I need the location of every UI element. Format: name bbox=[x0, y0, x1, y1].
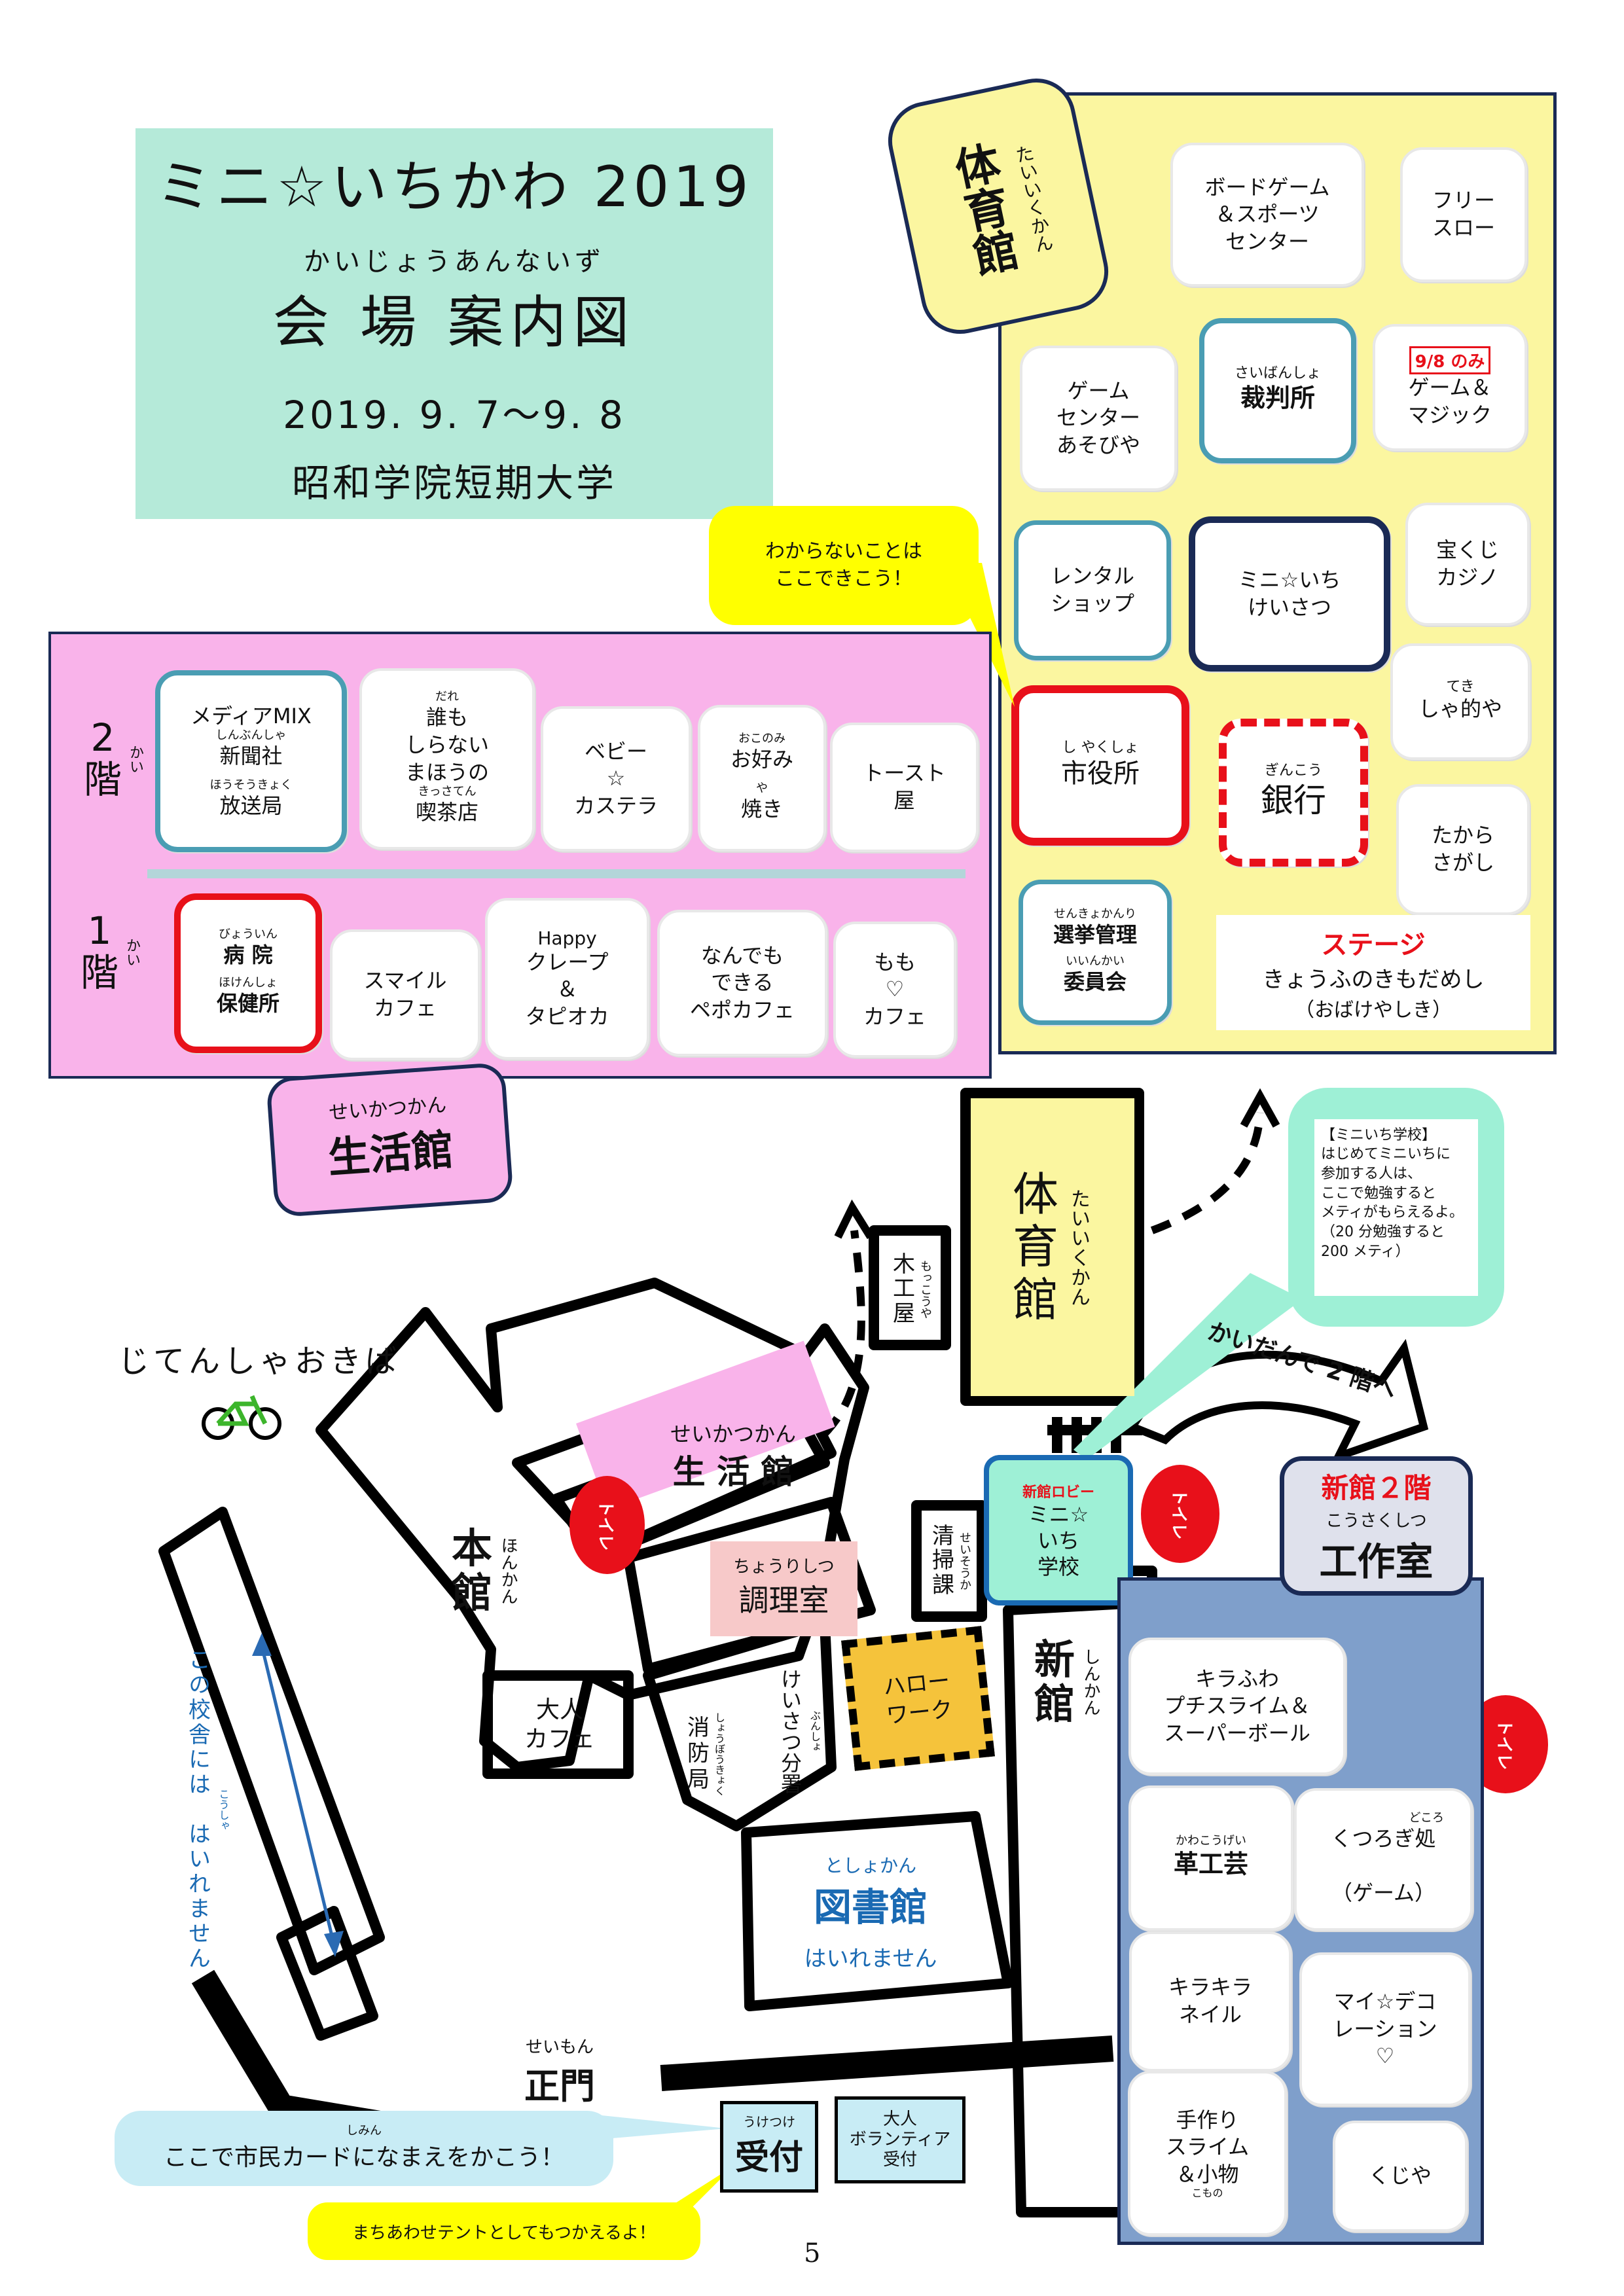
event-title: ミニ☆いちかわ 2019 bbox=[156, 154, 753, 220]
hello-work[interactable]: ハロー ワーク bbox=[841, 1626, 995, 1771]
reception[interactable]: うけつけ 受付 bbox=[720, 2101, 818, 2193]
meeting-callout-tail bbox=[661, 2166, 733, 2212]
cleaning-label: 清 掃 課 せいそうか bbox=[932, 1522, 971, 1598]
ask-here-callout: わからないことは ここできこう！ bbox=[709, 506, 979, 625]
booth-hospital[interactable]: びょういん 病 院 ほけんしょ 保健所 bbox=[174, 893, 322, 1053]
booth-magic-cafe[interactable]: だれ 誰も しらない まほうの きっさてん 喫茶店 bbox=[359, 668, 535, 850]
meeting-tent-callout: まちあわせテントとしてもつかえるよ！ bbox=[308, 2202, 700, 2260]
left-wall bbox=[191, 1969, 382, 2137]
bicycle-icon bbox=[202, 1395, 281, 1440]
seikatsu-building-label: せいかつかん 生 活 館 bbox=[670, 1422, 796, 1491]
adult-cafe-outline bbox=[482, 1670, 634, 1779]
booth-shateki[interactable]: てき しゃ的や bbox=[1390, 643, 1530, 760]
library-outline bbox=[741, 1811, 1013, 2011]
stage-line2: （おばけやしき） bbox=[1295, 998, 1452, 1022]
left-building-outline bbox=[158, 1507, 385, 1975]
booth-handmade[interactable]: 手作り スライム ＆小物 こもの bbox=[1128, 2071, 1287, 2236]
booth-pepo-cafe[interactable]: なんでも できる ペポカフェ bbox=[657, 910, 827, 1056]
booth-media[interactable]: メディアMIX しんぶんしゃ 新聞社 ほうそうきょく 放送局 bbox=[155, 670, 347, 852]
magic-date-tag: 9/8 のみ bbox=[1409, 346, 1491, 374]
arrow-head-2 bbox=[1240, 1088, 1280, 1128]
citizen-callout-tail bbox=[589, 2114, 727, 2140]
floor-2-label: 2 階 かい bbox=[83, 715, 143, 802]
toilet-honkan: トイレ bbox=[569, 1476, 645, 1574]
gym-building: 体 育 館 たいいくかん bbox=[971, 1098, 1134, 1396]
booth-election[interactable]: せんきょかんり 選挙管理 いいんかい 委員会 bbox=[1019, 880, 1172, 1025]
honkan-label: 本 館 ほんかん bbox=[452, 1524, 518, 1617]
booth-momo-cafe[interactable]: もも ♡ カフェ bbox=[833, 922, 956, 1058]
stage-title: ステージ bbox=[1321, 929, 1426, 960]
booth-magic[interactable]: 9/8 のみ ゲーム＆ マジック bbox=[1373, 324, 1527, 451]
shinkan-lobby[interactable]: 新館ロビー ミニ☆ いち 学校 bbox=[984, 1455, 1133, 1605]
floor-1-label: 1 階 かい bbox=[80, 908, 140, 995]
event-dates: 2019. 9. 7～9. 8 bbox=[283, 392, 626, 437]
booth-baby-castella[interactable]: ベビー ☆ カステラ bbox=[541, 706, 691, 852]
booth-freethrow[interactable]: フリー スロー bbox=[1400, 147, 1527, 282]
shinkan-2f-header: 新館２階 こうさくしつ 工作室 bbox=[1280, 1456, 1473, 1596]
adult-cafe[interactable]: 大人 カフェ bbox=[524, 1696, 595, 1753]
booth-kira-slime[interactable]: キラふわ プチスライム＆ スーパーボール bbox=[1128, 1638, 1346, 1775]
booth-treasure[interactable]: たから さがし bbox=[1396, 784, 1530, 915]
gate-wall bbox=[660, 2036, 1114, 2091]
cooking-room: ちょうりしつ 調理室 bbox=[710, 1541, 857, 1636]
volunteer-reception[interactable]: 大人 ボランティア 受付 bbox=[835, 2096, 965, 2183]
mokko-outline bbox=[869, 1225, 951, 1350]
arrow-path-2 bbox=[1150, 1112, 1264, 1234]
booth-kuji[interactable]: くじや bbox=[1333, 2121, 1468, 2232]
booth-lottery[interactable]: 宝くじ カジノ bbox=[1405, 503, 1530, 626]
booth-decoration[interactable]: マイ☆デコ レーション ♡ bbox=[1299, 1952, 1471, 2106]
booth-toast[interactable]: トースト 屋 bbox=[830, 723, 979, 852]
title-panel: ミニ☆いちかわ 2019 かいじょうあんないず 会 場 案内図 2019. 9.… bbox=[135, 128, 773, 519]
booth-gamecenter[interactable]: ゲーム センター あそびや bbox=[1020, 346, 1177, 491]
cleaning-outline bbox=[911, 1500, 987, 1622]
booth-cityhall[interactable]: し やくしょ 市役所 bbox=[1011, 685, 1189, 846]
bike-parking-label: じてんしゃおきば bbox=[118, 1343, 401, 1380]
arrow-head-1 bbox=[834, 1199, 875, 1240]
no-entry-notice: この校舎には はいれません こうしゃ bbox=[184, 1648, 230, 1971]
booth-nail[interactable]: キラキラ ネイル bbox=[1129, 1931, 1291, 2072]
gym-building-outline bbox=[960, 1088, 1144, 1406]
stage-line1: きょうふのきもだめし bbox=[1262, 966, 1485, 993]
main-gate: せいもん 正門 bbox=[524, 2037, 595, 2107]
mokko-label: 木 工 屋 もっこうや bbox=[893, 1251, 932, 1327]
school-callout-tail bbox=[1074, 1273, 1303, 1460]
subtitle-ruby: かいじょうあんないず bbox=[304, 246, 605, 277]
booth-police[interactable]: ミニ☆いち けいさつ bbox=[1189, 516, 1390, 672]
arrow-path-1 bbox=[821, 1230, 865, 1437]
fire-station[interactable]: 消 防 局 しょうぼうきょく bbox=[687, 1712, 725, 1796]
booth-leather[interactable]: かわこうげい 革工芸 bbox=[1128, 1785, 1293, 1931]
map-title: 会 場 案内図 bbox=[272, 289, 636, 355]
toilet-shinkan: トイレ bbox=[1141, 1465, 1219, 1563]
shinkan-label: 新 館 しんかん bbox=[1034, 1635, 1101, 1728]
no-entry-line bbox=[260, 1645, 336, 1945]
booth-bank[interactable]: ぎんこう 銀行 bbox=[1219, 719, 1368, 867]
floor-divider bbox=[147, 869, 965, 878]
police-branch[interactable]: けいさつ分署 ぶんしょ bbox=[778, 1668, 821, 1794]
school-callout: 【ミニいち学校】 はじめてミニいちに 参加する人は、 ここで勉強すると メティが… bbox=[1288, 1088, 1504, 1327]
booth-crepe[interactable]: Happy クレープ ＆ タピオカ bbox=[485, 898, 649, 1060]
left-inner-rect bbox=[276, 1906, 378, 2041]
citizen-card-callout: しみん ここで市民カードになまえをかこう！ bbox=[115, 2111, 613, 2186]
booth-rental[interactable]: レンタル ショップ bbox=[1014, 520, 1171, 660]
venue-name: 昭和学院短期大学 bbox=[291, 460, 617, 505]
booth-boardgame[interactable]: ボードゲーム ＆スポーツ センター bbox=[1170, 143, 1364, 287]
cooking-outline bbox=[623, 1497, 876, 1674]
booth-okonomiyaki[interactable]: おこのみ お好み や 焼き bbox=[698, 705, 826, 852]
booth-rest-area[interactable]: どころ くつろぎ処 （ゲーム） bbox=[1294, 1788, 1473, 1931]
library: としょかん 図書館 はいれません bbox=[804, 1854, 937, 1972]
stage-area[interactable]: ステージ きょうふのきもだめし （おばけやしき） bbox=[1216, 915, 1530, 1030]
page-number: 5 bbox=[804, 2238, 821, 2269]
booth-court[interactable]: さいばんしょ 裁判所 bbox=[1199, 318, 1356, 463]
booth-smile-cafe[interactable]: スマイル カフェ bbox=[330, 929, 480, 1060]
